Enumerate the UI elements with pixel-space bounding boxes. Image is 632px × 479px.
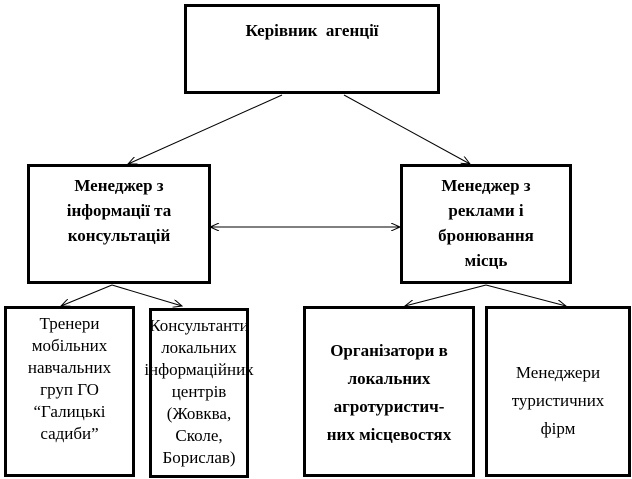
node-tour-managers: Менеджери туристичних фірм [485,306,631,477]
node-manager-info: Менеджер з інформації та консультацій [27,164,211,284]
node-manager-ads: Менеджер з реклами і бронювання місць [400,164,572,284]
arrow-head-to-info [128,94,283,164]
node-trainers: Тренери мобільних навчальних груп ГО “Га… [4,306,135,477]
arrow-ads-to-organizers [405,284,487,306]
node-manager-info-label: Менеджер з інформації та консультацій [66,176,172,245]
arrow-ads-to-tour-managers [485,284,566,306]
arrow-info-to-trainers [61,284,113,306]
node-manager-ads-label: Менеджер з реклами і бронювання місць [438,176,534,270]
node-head: Керівник агенції [184,4,440,94]
node-organizers-label: Організатори в локальних агротуристич- н… [326,341,452,444]
node-organizers: Організатори в локальних агротуристич- н… [303,306,475,477]
node-consultants: Консультанти локальних інформаційних цен… [144,308,254,478]
arrow-head-to-ads [343,94,470,164]
node-consultants-label: Консультанти локальних інформаційних цен… [144,316,254,467]
arrow-info-to-consultants [111,284,182,306]
node-head-label: Керівник агенції [245,21,379,40]
node-trainers-label: Тренери мобільних навчальних груп ГО “Га… [27,314,112,443]
node-tour-managers-label: Менеджери туристичних фірм [511,363,605,438]
